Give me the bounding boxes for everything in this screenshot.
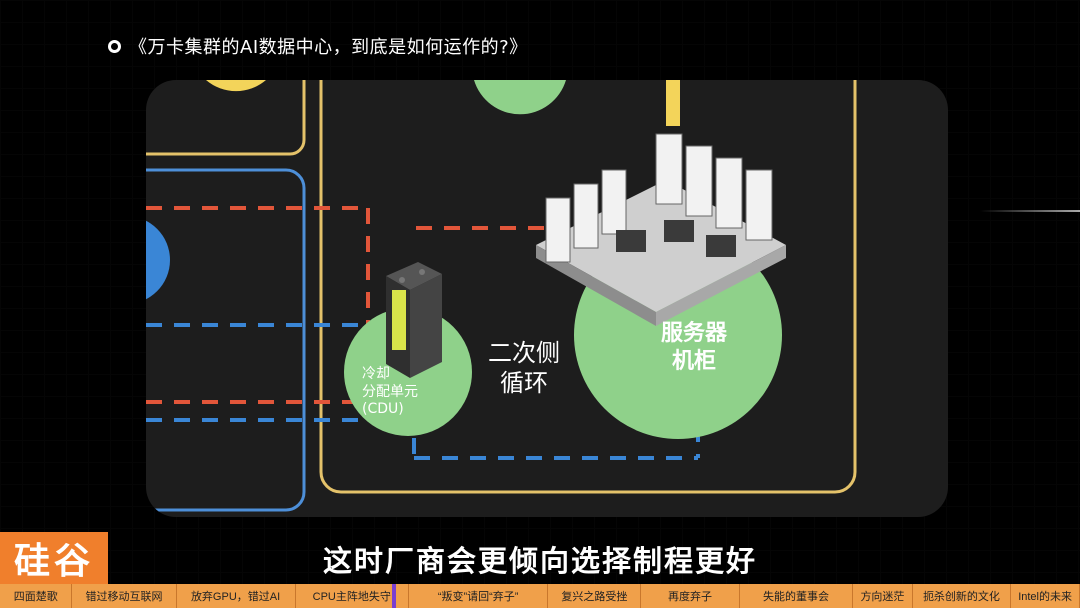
pipe-top <box>666 80 680 126</box>
video-title: 《万卡集群的AI数据中心，到底是如何运作的?》 <box>108 32 528 60</box>
nav-item-8[interactable]: 失能的董事会 <box>740 584 854 608</box>
cooling-diagram <box>146 80 857 512</box>
frame-top-left <box>146 80 306 156</box>
subtitle-caption: 这时厂商会更倾向选择制程更好 <box>322 544 757 578</box>
nav-item-11[interactable]: Intel的未来 <box>1011 584 1080 608</box>
progress-marker[interactable] <box>392 584 396 608</box>
nav-item-5[interactable]: “叛变”请回“弃子” <box>409 584 549 608</box>
cdu-cabinet-icon <box>386 262 442 378</box>
orange-dashed-lines <box>146 206 546 404</box>
server-racks-icon <box>536 133 786 326</box>
nav-item-7[interactable]: 再度弃子 <box>641 584 740 608</box>
frame-left-blue <box>146 168 306 512</box>
partial-circle-top <box>206 80 266 92</box>
nav-item-6[interactable]: 复兴之路受挫 <box>548 584 642 608</box>
cdu-label: 冷却 分配单元 (CDU) <box>362 366 418 417</box>
server-cabinet-label: 服务器 机柜 <box>661 321 728 374</box>
light-streak <box>980 210 1080 212</box>
nav-item-1[interactable]: 四面楚歌 <box>0 584 73 608</box>
diagram-panel: 服务器 机柜 二次侧 循环 冷却 分配单元 (CDU) <box>146 80 948 517</box>
bullet-circle-icon <box>108 39 121 53</box>
title-text: 《万卡集群的AI数据中心，到底是如何运作的?》 <box>129 37 528 58</box>
nav-item-9[interactable]: 方向迷茫 <box>853 584 913 608</box>
nav-item-3[interactable]: 放弃GPU，错过AI <box>177 584 296 608</box>
nav-item-10[interactable]: 扼杀创新的文化 <box>913 584 1012 608</box>
partial-circle-top-green <box>474 80 566 115</box>
nav-item-2[interactable]: 错过移动互联网 <box>72 584 177 608</box>
secondary-loop-label: 二次侧 循环 <box>488 339 560 397</box>
chapter-nav: 四面楚歌 错过移动互联网 放弃GPU，错过AI CPU主阵地失守 “叛变”请回“… <box>0 584 1080 608</box>
nav-item-4[interactable]: CPU主阵地失守 <box>296 584 409 608</box>
frame-main <box>319 80 857 494</box>
brand-logo: 硅谷 <box>0 532 108 584</box>
partial-circle-left <box>146 220 170 300</box>
